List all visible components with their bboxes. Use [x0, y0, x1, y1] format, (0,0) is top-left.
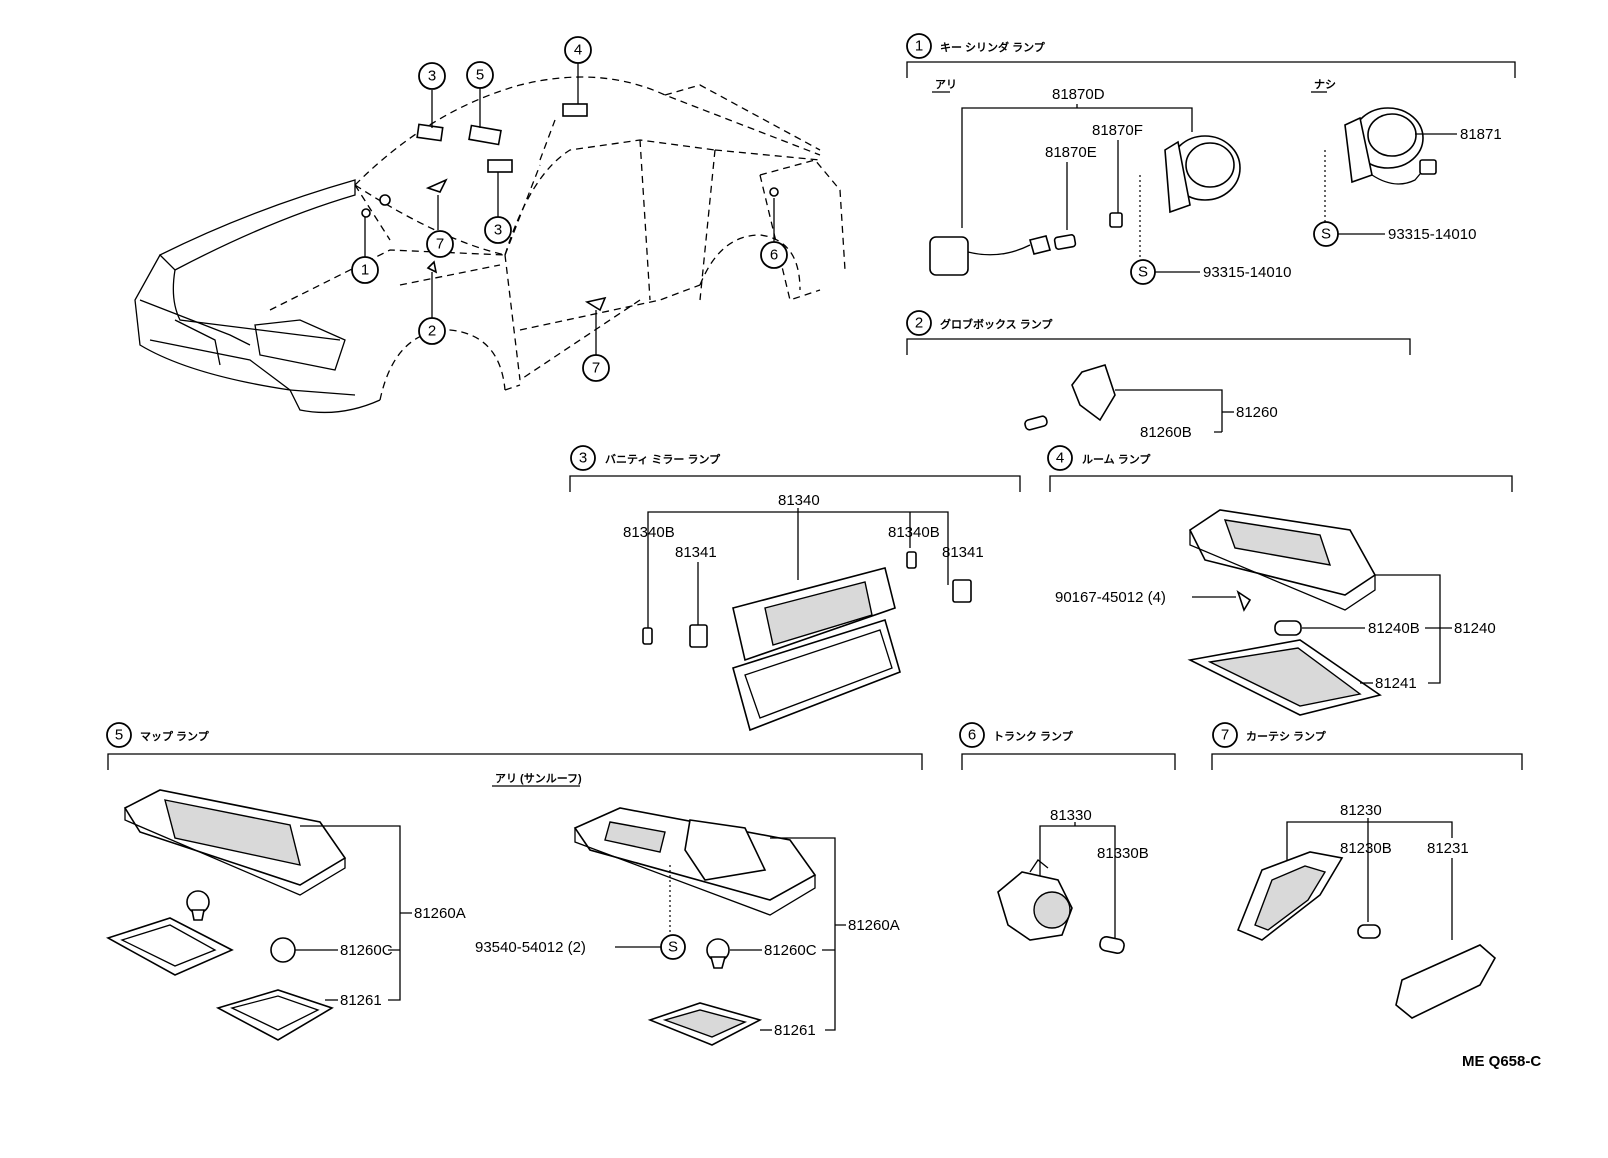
part-81231: 81231: [1427, 840, 1469, 857]
part-81261-left: 81261: [340, 992, 382, 1009]
section-6-trunk-lamp: 6 トランク ランプ 81330 81330B: [959, 722, 1176, 955]
s-symbol-1a: S: [1138, 264, 1148, 281]
part-81230b: 81230B: [1340, 840, 1392, 857]
section-3-vanity-mirror-lamp: 3 バニティ ミラー ランプ 81340 81340B 81341 81340B…: [569, 445, 1021, 732]
part-81330: 81330: [1050, 807, 1092, 824]
car-outline: [134, 76, 846, 414]
section-1-ari: アリ: [935, 78, 957, 91]
part-81341-left: 81341: [675, 544, 717, 561]
car-callout-4: 4: [574, 42, 582, 59]
part-81341-right: 81341: [942, 544, 984, 561]
drawing-code: ME Q658-C: [1462, 1053, 1541, 1070]
section-1-title: キー シリンダ ランプ: [940, 40, 1046, 54]
car-part-marks: [361, 103, 779, 312]
part-81260: 81260: [1236, 404, 1278, 421]
part-81260c-left: 81260C: [340, 942, 393, 959]
section-5-number: 5: [115, 727, 123, 744]
part-81340b-left: 81340B: [623, 524, 675, 541]
s-symbol-1b: S: [1321, 226, 1331, 243]
part-81340: 81340: [778, 492, 820, 509]
section-7-courtesy-lamp: 7 カーテシ ランプ 81230 81230B 81231: [1211, 722, 1523, 1019]
car-callout-3a: 3: [428, 68, 436, 85]
section-5-ari-sunroof: アリ (サンルーフ): [495, 772, 582, 785]
part-81260b: 81260B: [1140, 424, 1192, 441]
part-81260c-right: 81260C: [764, 942, 817, 959]
car-callout-1: 1: [361, 262, 369, 279]
section-7-title: カーテシ ランプ: [1246, 729, 1327, 743]
part-81240b: 81240B: [1368, 620, 1420, 637]
part-81340b-right: 81340B: [888, 524, 940, 541]
section-4-number: 4: [1056, 450, 1064, 467]
part-81230: 81230: [1340, 802, 1382, 819]
part-81870e: 81870E: [1045, 144, 1097, 161]
section-2-glove-box-lamp: 2 グロブボックス ランプ 81260 81260B: [906, 310, 1411, 441]
part-81260a-right: 81260A: [848, 917, 900, 934]
section-7-number: 7: [1221, 727, 1229, 744]
section-3-number: 3: [579, 450, 587, 467]
car-callout-7a: 7: [436, 236, 444, 253]
section-4-room-lamp: 4 ルーム ランプ 90167-45012 (4) 81240B 81240 8…: [1047, 445, 1513, 716]
section-1-number: 1: [915, 38, 923, 55]
part-93315-14010-b: 93315-14010: [1388, 226, 1476, 243]
part-93540-54012: 93540-54012 (2): [475, 939, 586, 956]
s-symbol-5: S: [668, 939, 678, 956]
section-6-title: トランク ランプ: [993, 729, 1074, 743]
part-81871: 81871: [1460, 126, 1502, 143]
section-3-title: バニティ ミラー ランプ: [605, 452, 721, 466]
part-90167-45012: 90167-45012 (4): [1055, 589, 1166, 606]
part-93315-14010-a: 93315-14010: [1203, 264, 1291, 281]
car-callout-3b: 3: [494, 222, 502, 239]
car-callout-7b: 7: [592, 360, 600, 377]
part-81240: 81240: [1454, 620, 1496, 637]
section-2-number: 2: [915, 315, 923, 332]
part-81330b: 81330B: [1097, 845, 1149, 862]
part-81241: 81241: [1375, 675, 1417, 692]
car-callout-2: 2: [428, 323, 436, 340]
car-callout-6: 6: [770, 247, 778, 264]
part-81260a-left: 81260A: [414, 905, 466, 922]
car-callouts: 3 5 4 3 7 1 2 7 6: [351, 36, 788, 382]
section-5-map-lamp: 5 マップ ランプ アリ (サンルーフ) 81260C 81260A 81261…: [105, 722, 923, 1046]
part-81870f: 81870F: [1092, 122, 1143, 139]
section-1-nashi: ナシ: [1314, 78, 1336, 91]
car-callout-5: 5: [476, 67, 484, 84]
part-81870d: 81870D: [1052, 86, 1105, 103]
section-5-title: マップ ランプ: [140, 729, 210, 743]
section-2-title: グロブボックス ランプ: [940, 317, 1053, 331]
car-callout-leaders: [364, 62, 775, 355]
part-81261-right: 81261: [774, 1022, 816, 1039]
section-1-key-cylinder-lamp: 1 キー シリンダ ランプ アリ ナシ 81870D 81870F 81870E…: [906, 33, 1516, 285]
section-6-number: 6: [968, 727, 976, 744]
section-4-title: ルーム ランプ: [1082, 452, 1151, 466]
